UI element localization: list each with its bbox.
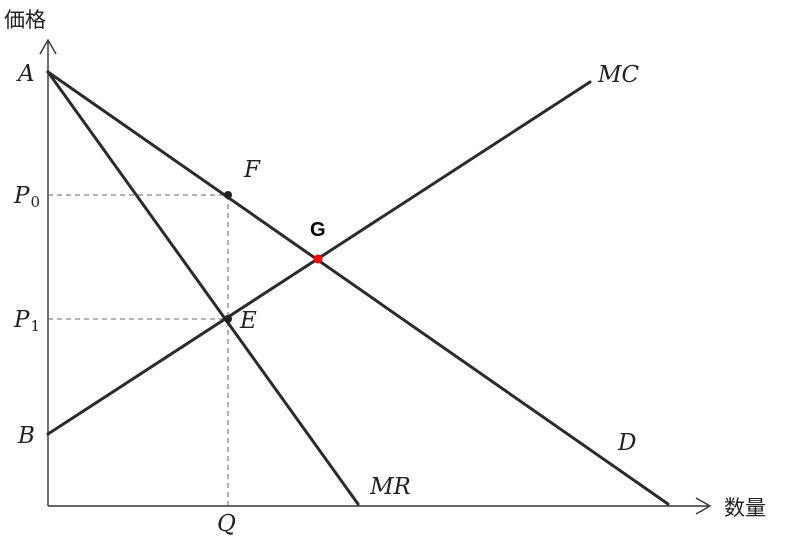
point-e-dot xyxy=(224,315,232,323)
label-p0-subscript: 0 xyxy=(30,193,40,211)
price-axis-arrow xyxy=(39,38,57,55)
curves xyxy=(46,70,670,506)
label-g: G xyxy=(310,219,326,241)
demand-line xyxy=(46,70,670,506)
quantity-axis-label: 数量 xyxy=(724,496,766,520)
label-p0-letter: P xyxy=(13,183,30,209)
label-p1-subscript: 1 xyxy=(30,317,40,335)
quantity-axis-arrow xyxy=(695,497,712,515)
label-p1: P1 xyxy=(13,307,40,335)
axes xyxy=(39,38,712,515)
label-b: B xyxy=(17,423,35,449)
label-p1-letter: P xyxy=(13,307,30,333)
guide-lines xyxy=(48,194,229,506)
label-p0: P0 xyxy=(13,183,40,211)
label-d: D xyxy=(617,430,636,456)
label-q: Q xyxy=(217,511,236,537)
point-f-dot xyxy=(224,191,232,199)
label-e: E xyxy=(239,308,257,334)
label-f: F xyxy=(243,157,261,183)
price-axis-label: 価格 xyxy=(4,8,46,32)
label-mc: MC xyxy=(597,62,640,88)
label-mr: MR xyxy=(369,474,411,500)
marginal-revenue-line xyxy=(46,70,360,506)
points xyxy=(224,191,323,323)
point-g-dot xyxy=(313,254,323,264)
label-a: A xyxy=(16,61,35,87)
